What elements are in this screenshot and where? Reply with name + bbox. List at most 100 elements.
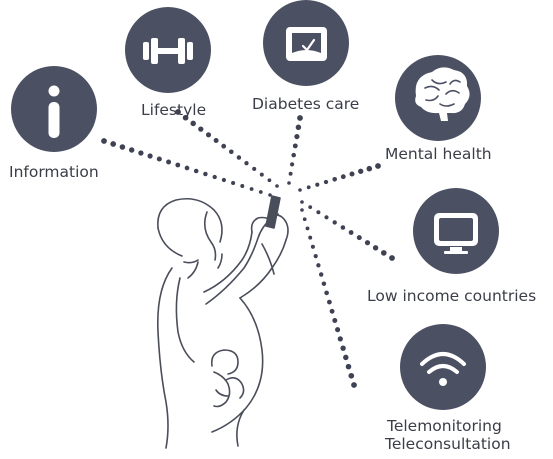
ray-dot xyxy=(128,147,135,153)
ray-dot xyxy=(356,235,362,241)
information-node xyxy=(11,66,97,152)
lifestyle-label: Lifestyle xyxy=(141,101,207,119)
ray-dot xyxy=(321,281,327,286)
telemonitor-ray xyxy=(300,208,357,388)
ray-dot xyxy=(221,177,227,183)
brain-icon xyxy=(415,67,470,121)
ray-dot xyxy=(332,220,337,225)
ray-dot xyxy=(351,382,357,388)
ray-dot xyxy=(348,230,354,235)
ray-dot xyxy=(364,240,371,246)
ray-dot xyxy=(305,226,310,231)
ray-dot xyxy=(366,165,373,172)
ray-dot xyxy=(101,138,107,144)
diabetes-care-node xyxy=(263,0,349,86)
ray-dot xyxy=(335,327,341,333)
monitor-icon xyxy=(434,213,478,254)
ray-dot xyxy=(295,124,302,131)
ray-dot xyxy=(308,205,313,210)
ray-dot xyxy=(358,168,364,174)
ray-dot xyxy=(182,114,189,121)
ray-dot xyxy=(258,190,263,194)
ray-dot xyxy=(332,177,337,182)
ray-dot xyxy=(184,165,190,171)
ray-dot xyxy=(329,308,335,314)
ray-dot xyxy=(175,162,181,168)
ray-dot xyxy=(324,215,329,220)
ray-dot xyxy=(294,134,300,140)
wifi-icon xyxy=(420,352,466,386)
ray-dot xyxy=(268,193,272,197)
ray-dot xyxy=(212,174,217,180)
ray-dot xyxy=(337,336,343,342)
ray-dot xyxy=(292,143,298,149)
lifestyle-ray xyxy=(175,109,279,188)
ray-dot xyxy=(110,141,117,147)
low-income-countries-node xyxy=(413,188,499,274)
ray-dot xyxy=(372,245,379,251)
ray-dot xyxy=(236,155,242,160)
ray-dot xyxy=(340,174,346,180)
ray-dot xyxy=(308,235,313,240)
teleconsultation-label: Teleconsultation xyxy=(385,435,511,453)
ray-dot xyxy=(315,182,320,187)
ray-dot xyxy=(175,109,181,115)
info-icon xyxy=(48,85,60,138)
ray-dot xyxy=(306,185,311,190)
ray-dot xyxy=(389,255,395,261)
ray-dot xyxy=(156,156,162,162)
ray-dot xyxy=(198,126,204,132)
diabetes-ray xyxy=(287,115,303,185)
ray-dot xyxy=(375,163,381,169)
connector-rays xyxy=(101,109,395,388)
ray-dot xyxy=(348,372,355,379)
ray-dot xyxy=(190,120,196,127)
ray-dot xyxy=(316,210,321,215)
ray-dot xyxy=(275,184,279,188)
dumbbell-icon xyxy=(143,38,193,64)
low-income-ray xyxy=(300,200,395,261)
ray-dot xyxy=(259,172,264,177)
ray-dot xyxy=(147,153,153,159)
ray-dot xyxy=(240,184,245,188)
ray-dot xyxy=(291,152,296,158)
glucose-meter-icon xyxy=(286,27,327,61)
ray-dot xyxy=(323,179,329,185)
ray-dot xyxy=(228,149,234,155)
ray-dot xyxy=(119,144,126,150)
ray-dot xyxy=(324,290,329,296)
ray-dot xyxy=(345,363,352,370)
low-income-countries-label: Low income countries xyxy=(367,287,537,305)
ray-dot xyxy=(166,159,172,165)
ray-dot xyxy=(203,171,208,177)
ray-dot xyxy=(267,178,272,183)
telemonitoring-label: Telemonitoring xyxy=(387,417,502,435)
mental-health-label: Mental health xyxy=(385,145,492,163)
ray-dot xyxy=(213,138,219,143)
ray-dot xyxy=(302,217,307,222)
ray-dot xyxy=(343,354,349,361)
mental-health-node xyxy=(395,55,481,141)
ray-dot xyxy=(349,171,355,177)
ray-dot xyxy=(221,143,227,149)
ray-dot xyxy=(298,188,302,192)
ray-dot xyxy=(300,208,304,212)
ray-dot xyxy=(138,150,144,156)
ray-dot xyxy=(288,171,293,176)
lifestyle-node xyxy=(125,7,211,93)
ray-dot xyxy=(340,225,346,230)
ray-dot xyxy=(252,166,257,171)
ray-dot xyxy=(297,115,303,121)
mental-ray xyxy=(298,163,381,192)
ray-dot xyxy=(300,200,304,204)
ray-dot xyxy=(205,132,212,138)
ray-dot xyxy=(287,181,291,185)
pregnant-woman-with-phone-illustration xyxy=(156,195,289,449)
ray-dot xyxy=(327,299,332,305)
information-label: Information xyxy=(9,163,99,181)
ray-dot xyxy=(244,161,249,166)
ray-dot xyxy=(381,250,387,256)
ray-dot xyxy=(310,244,315,249)
